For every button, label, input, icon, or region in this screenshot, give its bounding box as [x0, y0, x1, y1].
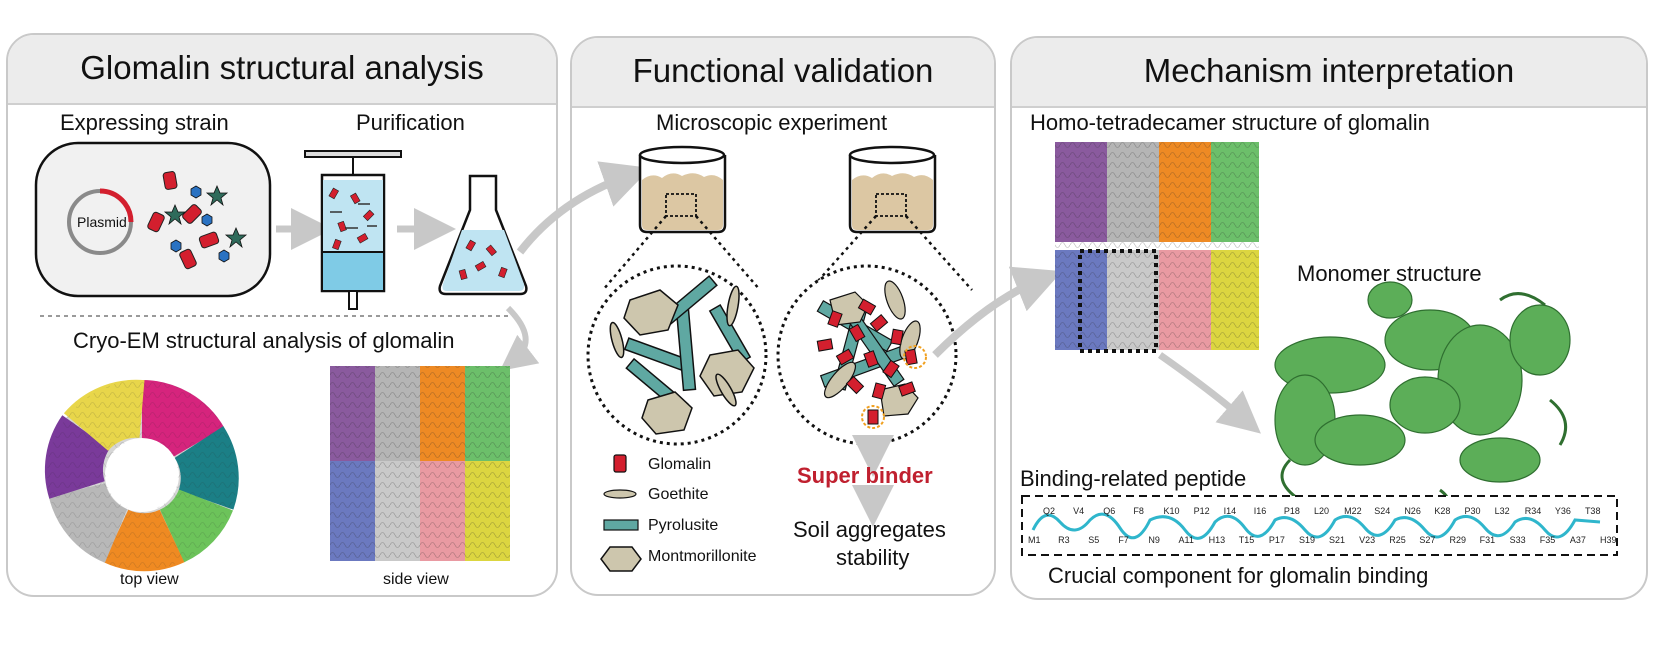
residue-label: Q6 [1103, 506, 1116, 516]
residue-label: F31 [1479, 535, 1496, 545]
purification-column-icon [304, 150, 402, 310]
arrow [499, 305, 540, 371]
residue-label: T15 [1238, 535, 1255, 545]
residue-label: R34 [1524, 506, 1542, 516]
label-crucial-component: Crucial component for glomalin binding [1048, 563, 1429, 588]
panel-header: Functional validation [572, 38, 994, 108]
residue-label: M22 [1344, 506, 1362, 516]
peptide-chain [1031, 512, 1601, 540]
residue-label: N9 [1148, 535, 1160, 545]
panel-title: Functional validation [632, 52, 934, 89]
zoom-circle-minerals [586, 264, 768, 446]
label-top-view: top view [120, 571, 179, 588]
residue-label: A37 [1569, 535, 1586, 545]
residue-label: L32 [1494, 506, 1510, 516]
residue-label: R25 [1389, 535, 1406, 545]
zoom-lines [602, 215, 973, 291]
label-purification: Purification [356, 110, 465, 135]
tetradecamer-structure [1055, 142, 1259, 350]
legend-pyrolusite: Pyrolusite [648, 517, 719, 534]
flask-icon [438, 174, 528, 296]
panel-header: Mechanism interpretation [1012, 38, 1646, 108]
label-cryo-em: Cryo-EM structural analysis of glomalin [73, 328, 455, 353]
arrow [516, 161, 651, 255]
residue-label: F35 [1539, 535, 1556, 545]
label-monomer: Monomer structure [1297, 261, 1482, 286]
residue-label: A11 [1178, 535, 1194, 545]
label-super-binder: Super binder [797, 463, 933, 488]
residue-label: F8 [1133, 506, 1144, 516]
residue-label: I14 [1223, 506, 1237, 516]
legend-montmorillonite: Montmorillonite [648, 548, 757, 565]
label-binding-peptide: Binding-related peptide [1020, 466, 1247, 491]
residue-label: K10 [1163, 506, 1180, 516]
label-side-view: side view [383, 571, 449, 588]
residue-label: K28 [1434, 506, 1451, 516]
residue-label: S33 [1509, 535, 1526, 545]
panel-title: Mechanism interpretation [1143, 52, 1515, 89]
residue-label: F7 [1118, 535, 1129, 545]
residue-label: H13 [1208, 535, 1226, 545]
residue-label: P30 [1464, 506, 1481, 516]
arrow [932, 266, 1063, 358]
cryo-side-view [330, 366, 510, 561]
label-soil-aggregates: Soil aggregates [793, 517, 946, 542]
residue-label: V23 [1359, 535, 1376, 545]
residue-label: L20 [1314, 506, 1330, 516]
soil-jar-left [638, 145, 727, 234]
residue-label: R29 [1449, 535, 1466, 545]
protein-particles [147, 171, 248, 270]
residue-label: I16 [1253, 506, 1267, 516]
legend-goethite: Goethite [648, 486, 709, 503]
residue-label: P12 [1193, 506, 1210, 516]
residue-label: T38 [1584, 506, 1601, 516]
residue-label: S5 [1088, 535, 1100, 545]
residue-label: P18 [1283, 506, 1300, 516]
residue-label: S19 [1298, 535, 1315, 545]
residue-label: Y36 [1554, 506, 1571, 516]
label-homo-tetradecamer: Homo-tetradecamer structure of glomalin [1030, 110, 1430, 135]
residue-label: Q2 [1043, 506, 1056, 516]
residue-label: S27 [1419, 535, 1436, 545]
panel-header: Glomalin structural analysis [8, 35, 556, 105]
residue-label: S24 [1374, 506, 1391, 516]
residue-label: H39 [1600, 535, 1617, 545]
residue-label: M1 [1028, 535, 1041, 545]
panel-title: Glomalin structural analysis [80, 49, 484, 86]
residue-label: V4 [1073, 506, 1085, 516]
legend-glomalin: Glomalin [648, 456, 712, 473]
monomer-ribbon [1274, 281, 1571, 483]
legend-icons [600, 454, 642, 572]
label-expressing-strain: Expressing strain [60, 110, 229, 135]
zoom-circle-super-binder [776, 264, 958, 446]
residue-label: R3 [1058, 535, 1070, 545]
label-stability: stability [836, 545, 910, 570]
soil-jar-right [848, 145, 937, 234]
label-plasmid: Plasmid [77, 214, 127, 230]
residue-label: N26 [1404, 506, 1421, 516]
cryo-top-view [44, 379, 239, 572]
residue-label: P17 [1268, 535, 1285, 545]
label-microscopic: Microscopic experiment [656, 110, 888, 135]
peptide-box [1021, 495, 1618, 556]
residue-label: S21 [1329, 535, 1346, 545]
arrow [1157, 352, 1261, 434]
